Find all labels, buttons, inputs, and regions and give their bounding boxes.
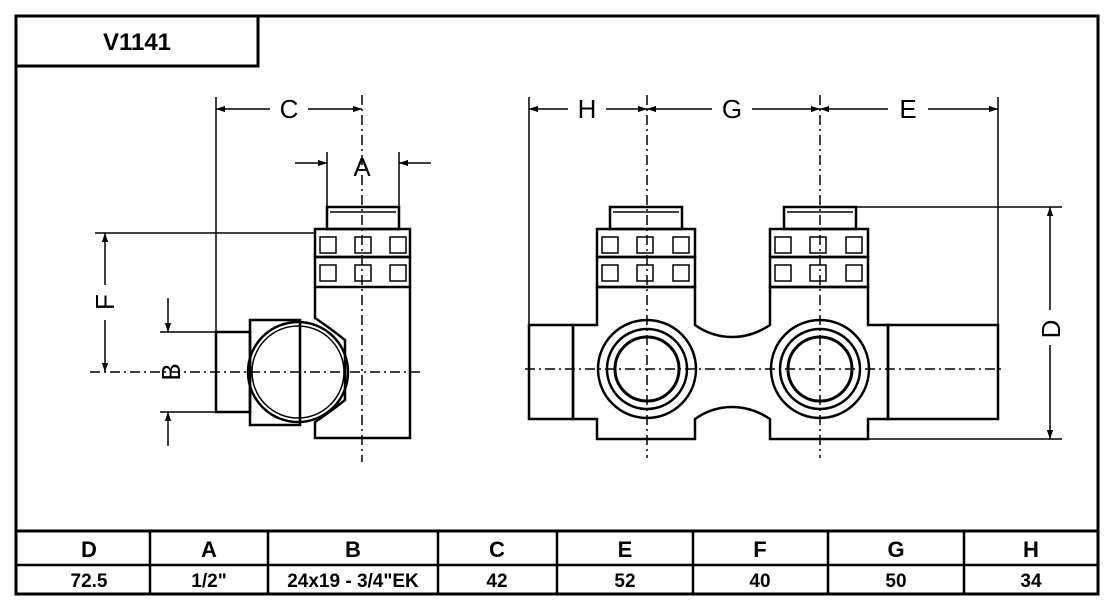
dimension-c-label: C [280,94,299,124]
dimension-a-label: A [353,152,371,182]
table-value-cell: 1/2" [191,571,226,592]
side-view-valve [214,205,412,440]
table-header-cell: C [489,537,505,562]
dimension-d-label: D [1036,320,1066,339]
dimensions-table [16,529,1098,594]
table-value-cell: 40 [749,571,770,592]
side-view-centerlines [90,95,420,462]
dimension-d [856,206,1062,440]
model-title: V1141 [103,29,171,56]
dimension-f [95,232,315,372]
front-view-valve [527,205,1000,441]
table-value-cell: 34 [1020,571,1042,592]
table-value-cell: 72.5 [71,571,108,592]
table-value-cell: 42 [486,571,507,592]
table-value-row: 72.5 1/2" 24x19 - 3/4"EK 42 52 40 50 34 [71,571,1042,592]
dimension-h-label: H [578,94,597,124]
dimension-c [215,97,362,332]
dimension-f-label: F [90,294,120,310]
dimension-g-label: G [722,94,742,124]
table-header-cell: B [345,537,361,562]
table-header-cell: H [1023,537,1039,562]
dimension-e-label: E [899,94,916,124]
dimension-b [160,298,216,446]
table-header-cell: D [81,537,97,562]
dimension-a [295,152,431,207]
table-header-cell: F [753,537,766,562]
title-box: V1141 [16,16,260,68]
table-header-cell: E [618,537,633,562]
table-value-cell: 50 [885,571,906,592]
front-view-centerlines [525,95,1005,458]
table-value-cell: 24x19 - 3/4"EK [287,571,419,592]
table-value-cell: 52 [614,571,635,592]
dimension-h-g-e [528,97,999,325]
table-header-row: D A B C E F G H [81,537,1039,562]
table-header-cell: G [887,537,904,562]
table-header-cell: A [201,537,217,562]
dimension-b-label: B [156,363,186,380]
outer-frame [14,14,1100,596]
